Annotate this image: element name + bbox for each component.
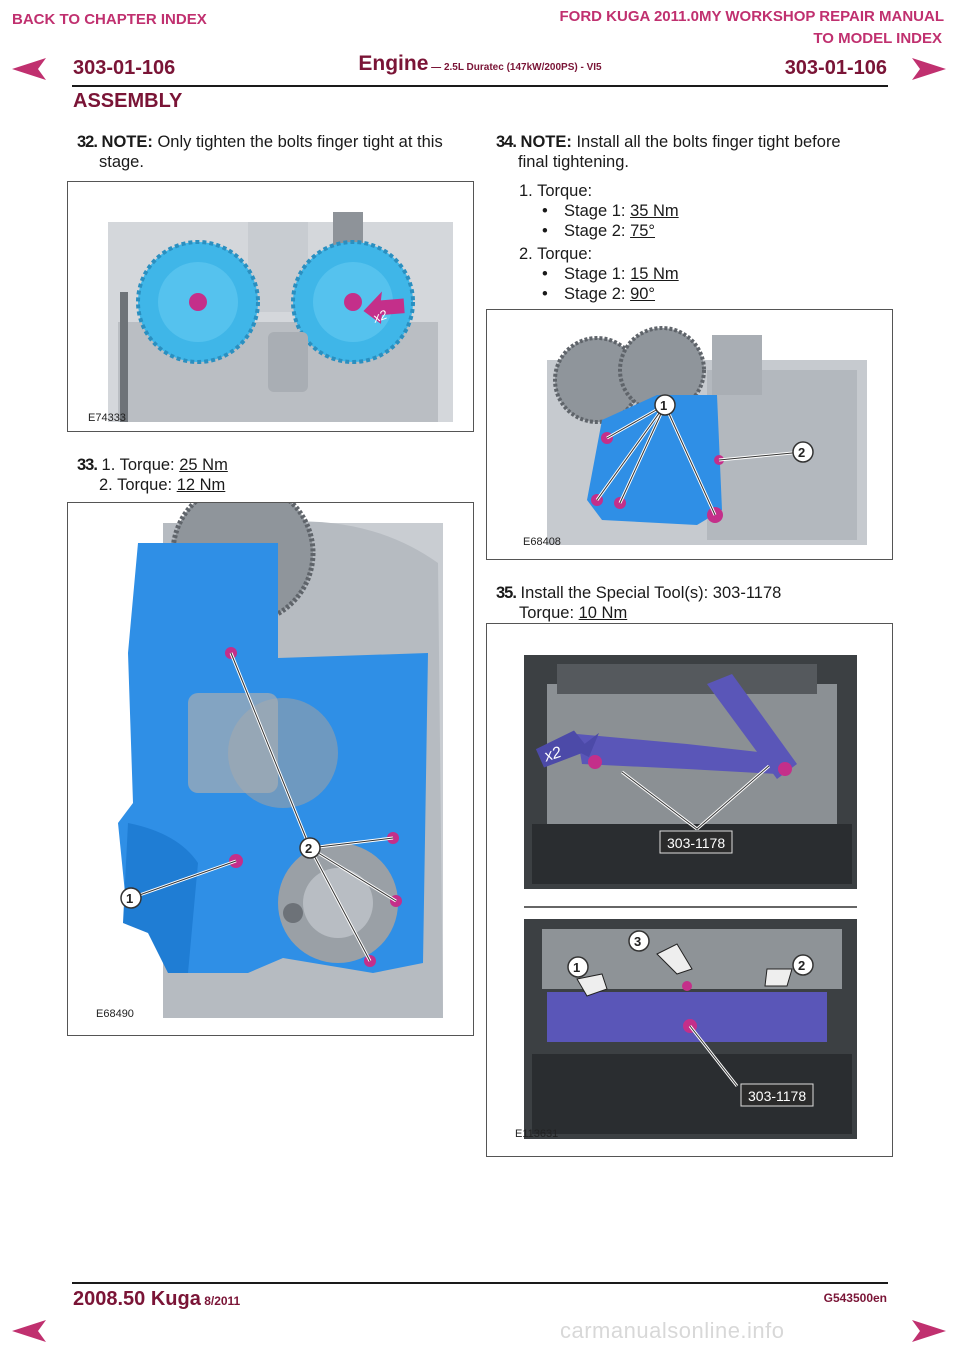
footer-rule (72, 1282, 888, 1284)
footer-code: G543500en (823, 1291, 887, 1305)
step-33: 33. 1. Torque: 25 Nm 2. Torque: 12 Nm (77, 455, 477, 495)
stage-item: Stage 1: 15 Nm (542, 264, 879, 284)
step-number: 35. (496, 584, 517, 602)
previous-page-arrow-icon-bottom[interactable] (12, 1320, 46, 1342)
stage-list: Stage 1: 35 Nm Stage 2: 75° (542, 201, 879, 241)
next-page-arrow-icon[interactable] (912, 58, 946, 80)
stage-item: Stage 2: 75° (542, 221, 879, 241)
note-text: Only tighten the bolts finger tight at t… (152, 133, 443, 151)
step-number: 33. (77, 456, 98, 474)
note-text-cont: final tightening. (518, 153, 629, 171)
step-34-torque-groups: 1. Torque: Stage 1: 35 Nm Stage 2: 75° 2… (519, 181, 879, 304)
torque-value[interactable]: 90° (630, 285, 656, 303)
figure-code: E113631 (515, 1128, 559, 1140)
torque-group-2: 2. Torque: Stage 1: 15 Nm Stage 2: 90° (519, 244, 879, 304)
back-to-chapter-index-link[interactable]: BACK TO CHAPTER INDEX (12, 11, 207, 28)
torque-value[interactable]: 10 Nm (578, 604, 628, 622)
callout-3: 3 (634, 934, 641, 949)
stage-item: Stage 1: 35 Nm (542, 201, 879, 221)
torque-label: Torque: (537, 182, 593, 200)
footer-model-name: 2008.50 Kuga (73, 1288, 201, 1310)
x2-tag: x2 (370, 306, 390, 325)
callout-1: 1 (573, 960, 580, 975)
figure-e68408: 1 2 E68408 (486, 309, 893, 560)
torque-value[interactable]: 15 Nm (630, 265, 679, 283)
next-page-arrow-icon-bottom[interactable] (912, 1320, 946, 1342)
item-number: 1. (519, 182, 533, 200)
note-label: NOTE: (101, 133, 153, 151)
section-heading: ASSEMBLY (73, 90, 183, 112)
to-model-index-link[interactable]: TO MODEL INDEX (813, 30, 942, 47)
step-35: 35. Install the Special Tool(s): 303-117… (496, 583, 896, 623)
step-text: Install the Special Tool(s): 303-1178 (515, 584, 782, 602)
torque-group-1: 1. Torque: Stage 1: 35 Nm Stage 2: 75° (519, 181, 879, 241)
torque-value[interactable]: 35 Nm (630, 202, 679, 220)
x2-tag: x2 (541, 744, 563, 766)
torque-label: Torque: (117, 476, 177, 494)
step-32: 32. NOTE: Only tighten the bolts finger … (77, 132, 477, 172)
torque-value[interactable]: 25 Nm (179, 456, 228, 474)
stage-item: Stage 2: 90° (542, 284, 879, 304)
figure-e74333: x2 E74333 (67, 181, 474, 432)
step-number: 34. (496, 133, 517, 151)
figure-code: E68490 (96, 1008, 134, 1020)
torque-label: Torque: (537, 245, 593, 263)
section-title: Engine — 2.5L Duratec (147kW/200PS) - VI… (0, 52, 960, 76)
torque-label: Torque: (119, 456, 180, 474)
item-number: 2. (99, 476, 113, 494)
torque-label: Torque: (519, 604, 579, 622)
item-number: 1. (101, 456, 116, 474)
note-text: Install all the bolts finger tight befor… (571, 133, 841, 151)
section-sub: — 2.5L Duratec (147kW/200PS) - VI5 (428, 62, 602, 73)
torque-value[interactable]: 75° (630, 222, 656, 240)
callout-2: 2 (798, 445, 805, 460)
note-text-cont: stage. (99, 153, 144, 171)
figure-code: E68408 (523, 536, 561, 548)
callout-2: 2 (305, 841, 312, 856)
figure-e68490: 2 1 E68490 (67, 502, 474, 1036)
item-number: 2. (519, 245, 533, 263)
callout-1: 1 (660, 398, 667, 413)
tool-tag-lower: 303-1178 (748, 1088, 806, 1104)
page-number-right: 303-01-106 (784, 57, 887, 79)
step-34: 34. NOTE: Install all the bolts finger t… (496, 132, 896, 172)
callout-2: 2 (798, 958, 805, 973)
step-number: 32. (77, 133, 98, 151)
page-number-left: 303-01-106 (73, 57, 176, 79)
previous-page-arrow-icon[interactable] (12, 58, 46, 80)
tool-tag-upper: 303-1178 (667, 835, 725, 851)
callout-1: 1 (126, 891, 133, 906)
figure-e113631: 303-1178 x2 303-1178 1 2 3 E113631 (486, 623, 893, 1157)
figure-code: E74333 (88, 412, 126, 424)
note-label: NOTE: (520, 133, 572, 151)
footer-model: 2008.50 Kuga 8/2011 (73, 1288, 240, 1311)
footer-date: 8/2011 (200, 1294, 241, 1308)
watermark: carmanualsonline.info (560, 1318, 785, 1343)
section-main: Engine (358, 52, 429, 75)
stage-list: Stage 1: 15 Nm Stage 2: 90° (542, 264, 879, 304)
manual-title: FORD KUGA 2011.0MY WORKSHOP REPAIR MANUA… (559, 8, 945, 25)
torque-value[interactable]: 12 Nm (176, 476, 226, 494)
header-rule (72, 85, 888, 87)
